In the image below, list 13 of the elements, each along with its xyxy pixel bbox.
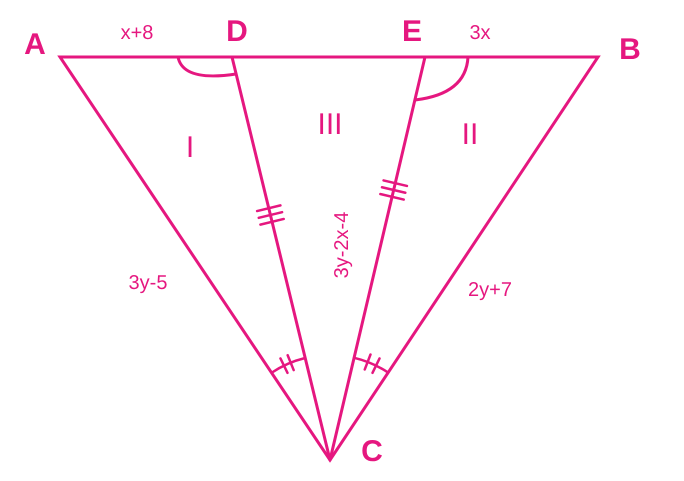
vertex-label: E [402, 17, 422, 47]
region-label: I [186, 133, 194, 163]
region-label: III [318, 110, 342, 140]
vertex-label: A [24, 30, 46, 60]
side-length-label: x+8 [120, 23, 154, 43]
vertex-label: B [619, 35, 641, 65]
side-length-label: 3y-5 [128, 273, 168, 293]
vertex-label: C [361, 437, 383, 467]
side-length-label: 3x [469, 23, 491, 43]
side-length-label: 2y+7 [468, 280, 512, 300]
side-length-label: 3y-2x-4 [332, 212, 352, 278]
vertex-label: D [226, 17, 248, 47]
region-label: II [462, 120, 478, 150]
